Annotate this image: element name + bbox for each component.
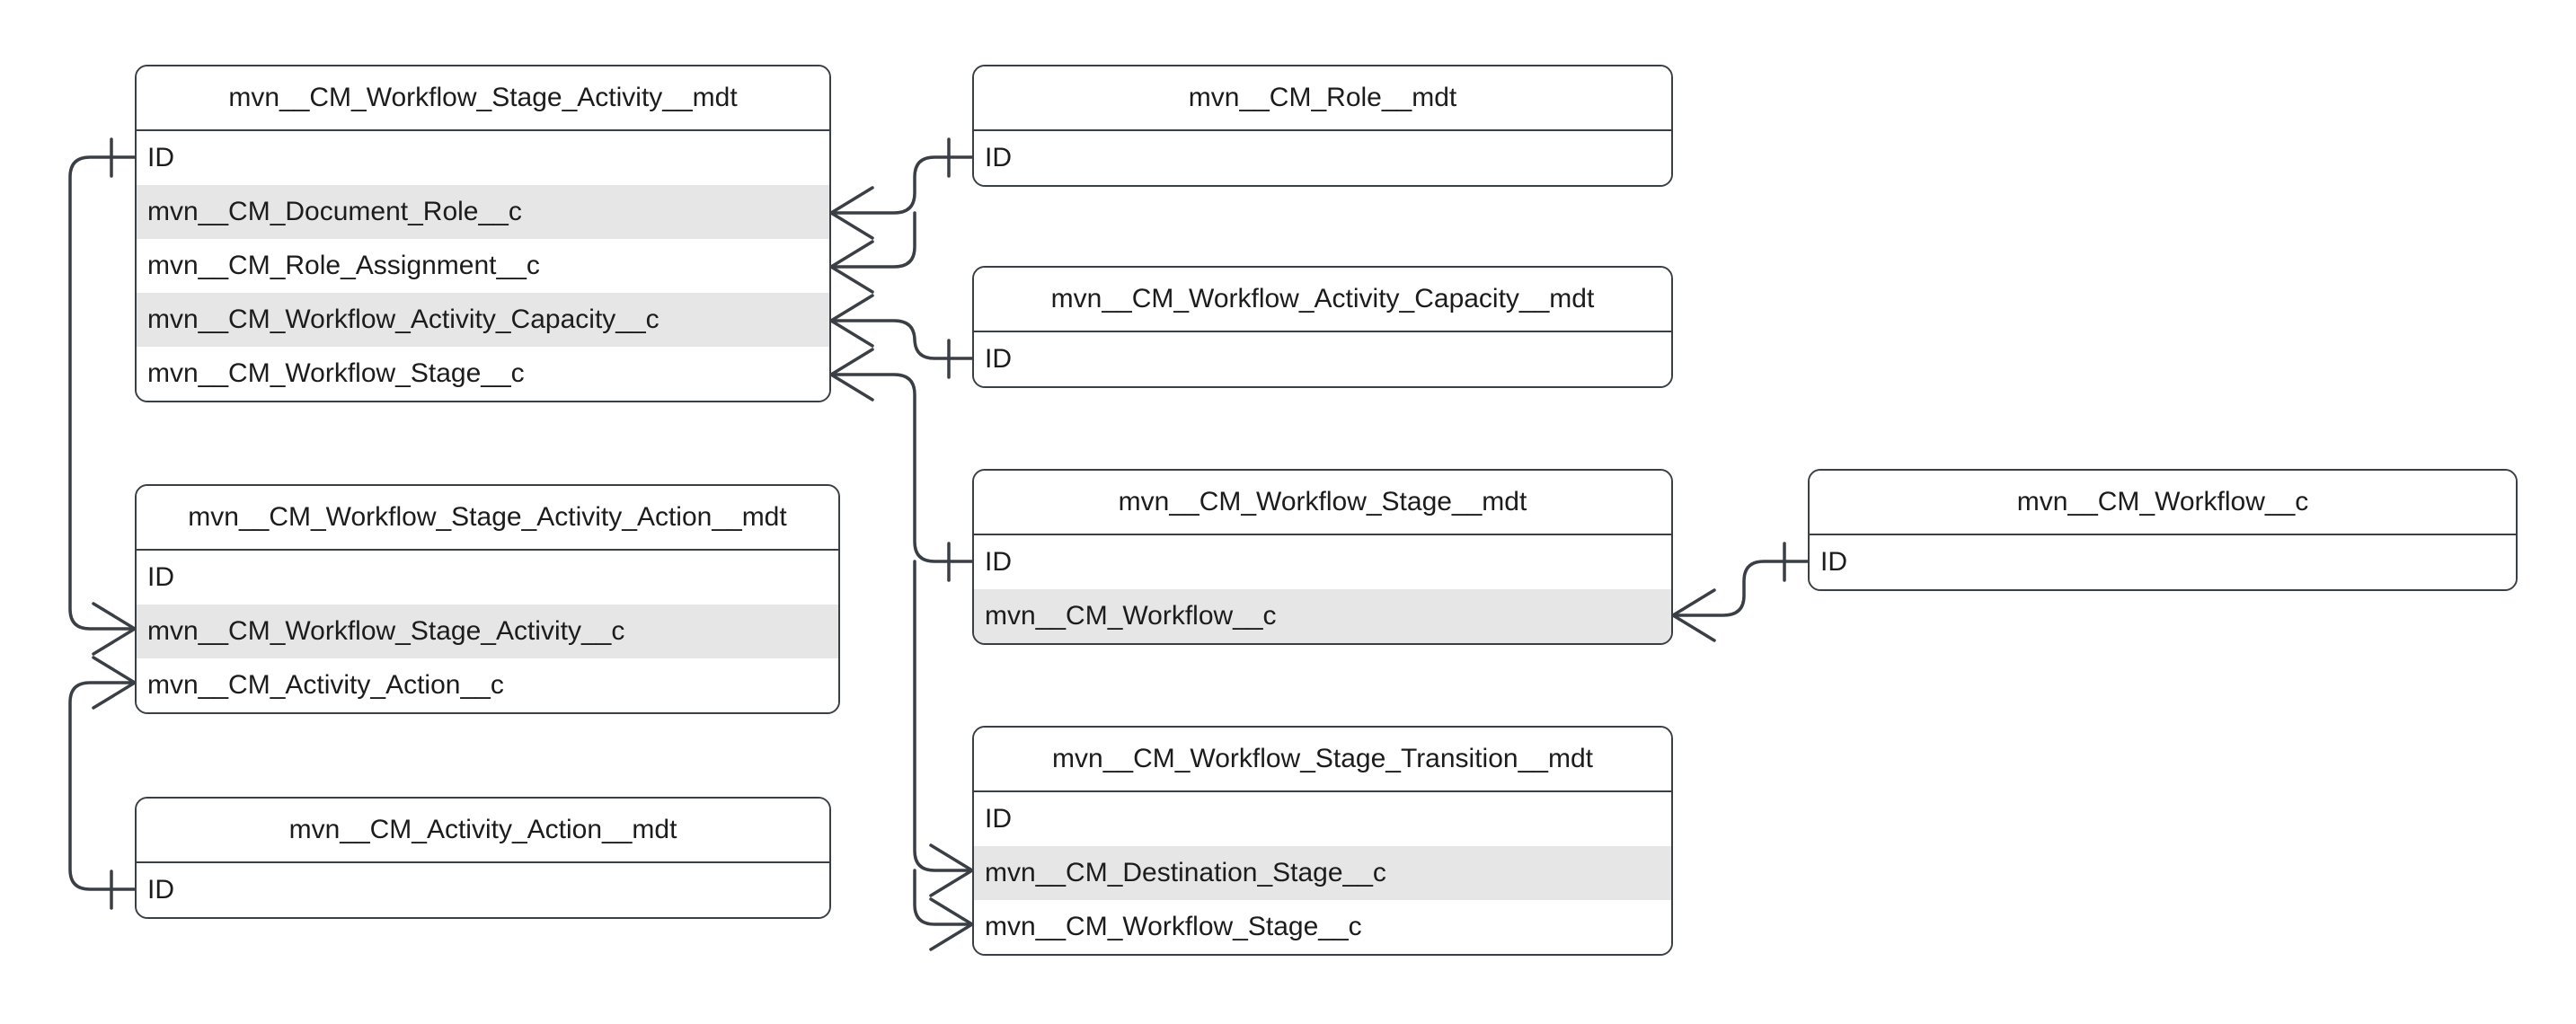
field-row[interactable]: ID <box>137 551 838 605</box>
conn-wsa-id-to-wsaa-stageactivity <box>68 155 137 631</box>
entity-title: mvn__CM_Workflow_Stage_Transition__mdt <box>1052 744 1593 773</box>
field-row[interactable]: ID <box>974 792 1671 846</box>
crowfoot-wsa-roleassignment <box>829 240 874 294</box>
conn-trunk-to-transition <box>913 560 974 872</box>
entity-title: mvn__CM_Workflow__c <box>2016 487 2309 516</box>
field-row[interactable]: ID <box>137 863 829 917</box>
entity-workflow-activity-capacity[interactable]: mvn__CM_Workflow_Activity_Capacity__mdt … <box>972 266 1673 388</box>
conn-wsa-workflowstage-to-stage <box>829 373 974 563</box>
entity-workflow-stage-activity[interactable]: mvn__CM_Workflow_Stage_Activity__mdt ID … <box>135 65 831 402</box>
entity-workflow-stage[interactable]: mvn__CM_Workflow_Stage__mdt ID mvn__CM_W… <box>972 469 1673 645</box>
entity-header: mvn__CM_Activity_Action__mdt <box>137 799 829 863</box>
entity-header: mvn__CM_Workflow_Stage_Transition__mdt <box>974 728 1671 792</box>
entity-field-list: ID <box>1810 535 2516 589</box>
field-row[interactable]: mvn__CM_Document_Role__c <box>137 185 829 239</box>
entity-title: mvn__CM_Role__mdt <box>1188 83 1457 112</box>
crowfoot-wsaa-stageactivity <box>92 602 137 656</box>
field-row[interactable]: mvn__CM_Workflow__c <box>974 589 1671 643</box>
entity-activity-action[interactable]: mvn__CM_Activity_Action__mdt ID <box>135 797 831 919</box>
field-row[interactable]: mvn__CM_Activity_Action__c <box>137 658 838 712</box>
entity-field-list: ID <box>974 332 1671 386</box>
entity-field-list: ID mvn__CM_Workflow__c <box>974 535 1671 643</box>
entity-field-list: ID <box>974 131 1671 185</box>
entity-workflow-stage-transition[interactable]: mvn__CM_Workflow_Stage_Transition__mdt I… <box>972 726 1673 956</box>
entity-workflow[interactable]: mvn__CM_Workflow__c ID <box>1808 469 2518 591</box>
entity-header: mvn__CM_Workflow_Activity_Capacity__mdt <box>974 268 1671 332</box>
conn-documentrole-to-role <box>829 155 974 215</box>
entity-role[interactable]: mvn__CM_Role__mdt ID <box>972 65 1673 187</box>
crowfoot-wsa-activitycapacity <box>829 294 874 348</box>
entity-field-list: ID <box>137 863 829 917</box>
field-row[interactable]: ID <box>974 332 1671 386</box>
entity-title: mvn__CM_Workflow_Stage_Activity__mdt <box>228 83 738 112</box>
entity-title: mvn__CM_Workflow_Activity_Capacity__mdt <box>1050 284 1595 313</box>
entity-header: mvn__CM_Workflow_Stage__mdt <box>974 471 1671 535</box>
crowfoot-wsaa-activityaction <box>92 656 137 710</box>
conn-activitycapacity-to-capacity <box>829 319 974 360</box>
entity-header: mvn__CM_Workflow_Stage_Activity_Action__… <box>137 486 838 551</box>
field-row[interactable]: mvn__CM_Role_Assignment__c <box>137 239 829 293</box>
field-row[interactable]: mvn__CM_Destination_Stage__c <box>974 846 1671 900</box>
entity-header: mvn__CM_Role__mdt <box>974 66 1671 131</box>
entity-field-list: ID mvn__CM_Workflow_Stage_Activity__c mv… <box>137 551 838 712</box>
field-row[interactable]: mvn__CM_Workflow_Stage_Activity__c <box>137 605 838 658</box>
entity-title: mvn__CM_Workflow_Stage__mdt <box>1118 487 1527 516</box>
conn-roleassignment-to-role <box>829 211 916 269</box>
field-row[interactable]: ID <box>974 131 1671 185</box>
crowfoot-transition-destinationstage <box>929 843 974 897</box>
field-row[interactable]: mvn__CM_Workflow_Stage__c <box>137 347 829 401</box>
field-row[interactable]: ID <box>974 535 1671 589</box>
conn-stage-workflow-to-workflow <box>1671 560 1810 617</box>
field-row[interactable]: mvn__CM_Workflow_Stage__c <box>974 900 1671 954</box>
field-row[interactable]: ID <box>1810 535 2516 589</box>
conn-trunk-to-transition-stage <box>913 869 974 926</box>
entity-workflow-stage-activity-action[interactable]: mvn__CM_Workflow_Stage_Activity_Action__… <box>135 484 840 714</box>
entity-title: mvn__CM_Activity_Action__mdt <box>288 815 677 844</box>
entity-header: mvn__CM_Workflow_Stage_Activity__mdt <box>137 66 829 131</box>
crowfoot-wsa-workflowstage <box>829 348 874 402</box>
entity-field-list: ID mvn__CM_Document_Role__c mvn__CM_Role… <box>137 131 829 401</box>
field-row[interactable]: ID <box>137 131 829 185</box>
field-row[interactable]: mvn__CM_Workflow_Activity_Capacity__c <box>137 293 829 347</box>
crowfoot-stage-workflow <box>1671 588 1716 642</box>
crowfoot-wsa-documentrole <box>829 186 874 240</box>
conn-activityaction-id-to-wsaa-activityaction <box>68 681 137 891</box>
entity-title: mvn__CM_Workflow_Stage_Activity_Action__… <box>188 502 787 532</box>
entity-header: mvn__CM_Workflow__c <box>1810 471 2516 535</box>
crowfoot-transition-workflowstage <box>929 897 974 951</box>
entity-field-list: ID mvn__CM_Destination_Stage__c mvn__CM_… <box>974 792 1671 954</box>
